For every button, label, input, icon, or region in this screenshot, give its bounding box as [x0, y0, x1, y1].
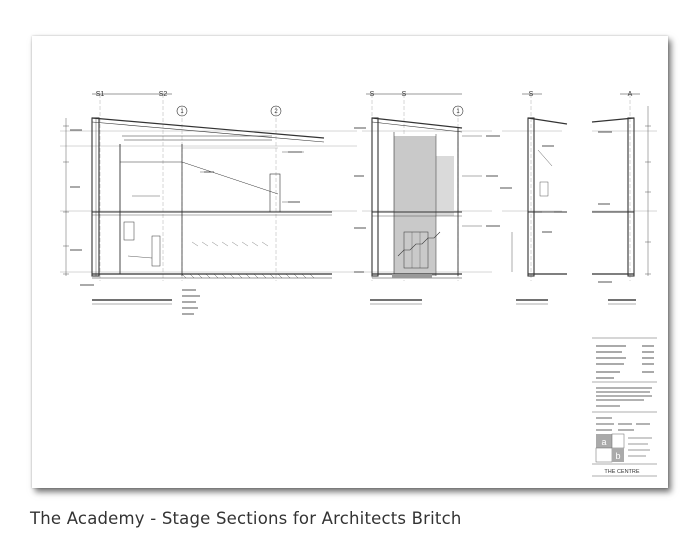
grid-bubble-1-label: 1 [180, 109, 184, 115]
grid-label-s2: S2 [159, 91, 168, 98]
section-4-drawing [591, 93, 657, 305]
logo-letter-a: a [601, 437, 606, 447]
grid-bubble-2 [270, 105, 282, 117]
section-1-drawing [60, 93, 357, 315]
grid-label-s-b: S [402, 91, 407, 98]
section-drawings: S1 S2 S S S A 1 2 1 a b THE CENTRE [60, 91, 657, 477]
grid-bubble-1b [452, 105, 464, 117]
logo-letter-b: b [615, 451, 620, 461]
section-3-drawing [500, 93, 568, 305]
grid-label-a: A [628, 91, 633, 98]
grid-bubble-2-label: 2 [274, 109, 278, 115]
grid-bubble-1 [176, 105, 188, 117]
grid-bubble-1b-label: 1 [456, 109, 460, 115]
grid-label-s-c: S [529, 91, 534, 98]
drawing-sheet: S1 S2 S S S A 1 2 1 a b THE CENTRE [32, 36, 668, 488]
grid-label-s-a: S [370, 91, 375, 98]
grid-label-s1: S1 [96, 91, 105, 98]
job-name: THE CENTRE [604, 469, 639, 475]
image-caption: The Academy - Stage Sections for Archite… [30, 509, 462, 528]
title-block [592, 337, 657, 477]
section-2-drawing [354, 93, 500, 305]
